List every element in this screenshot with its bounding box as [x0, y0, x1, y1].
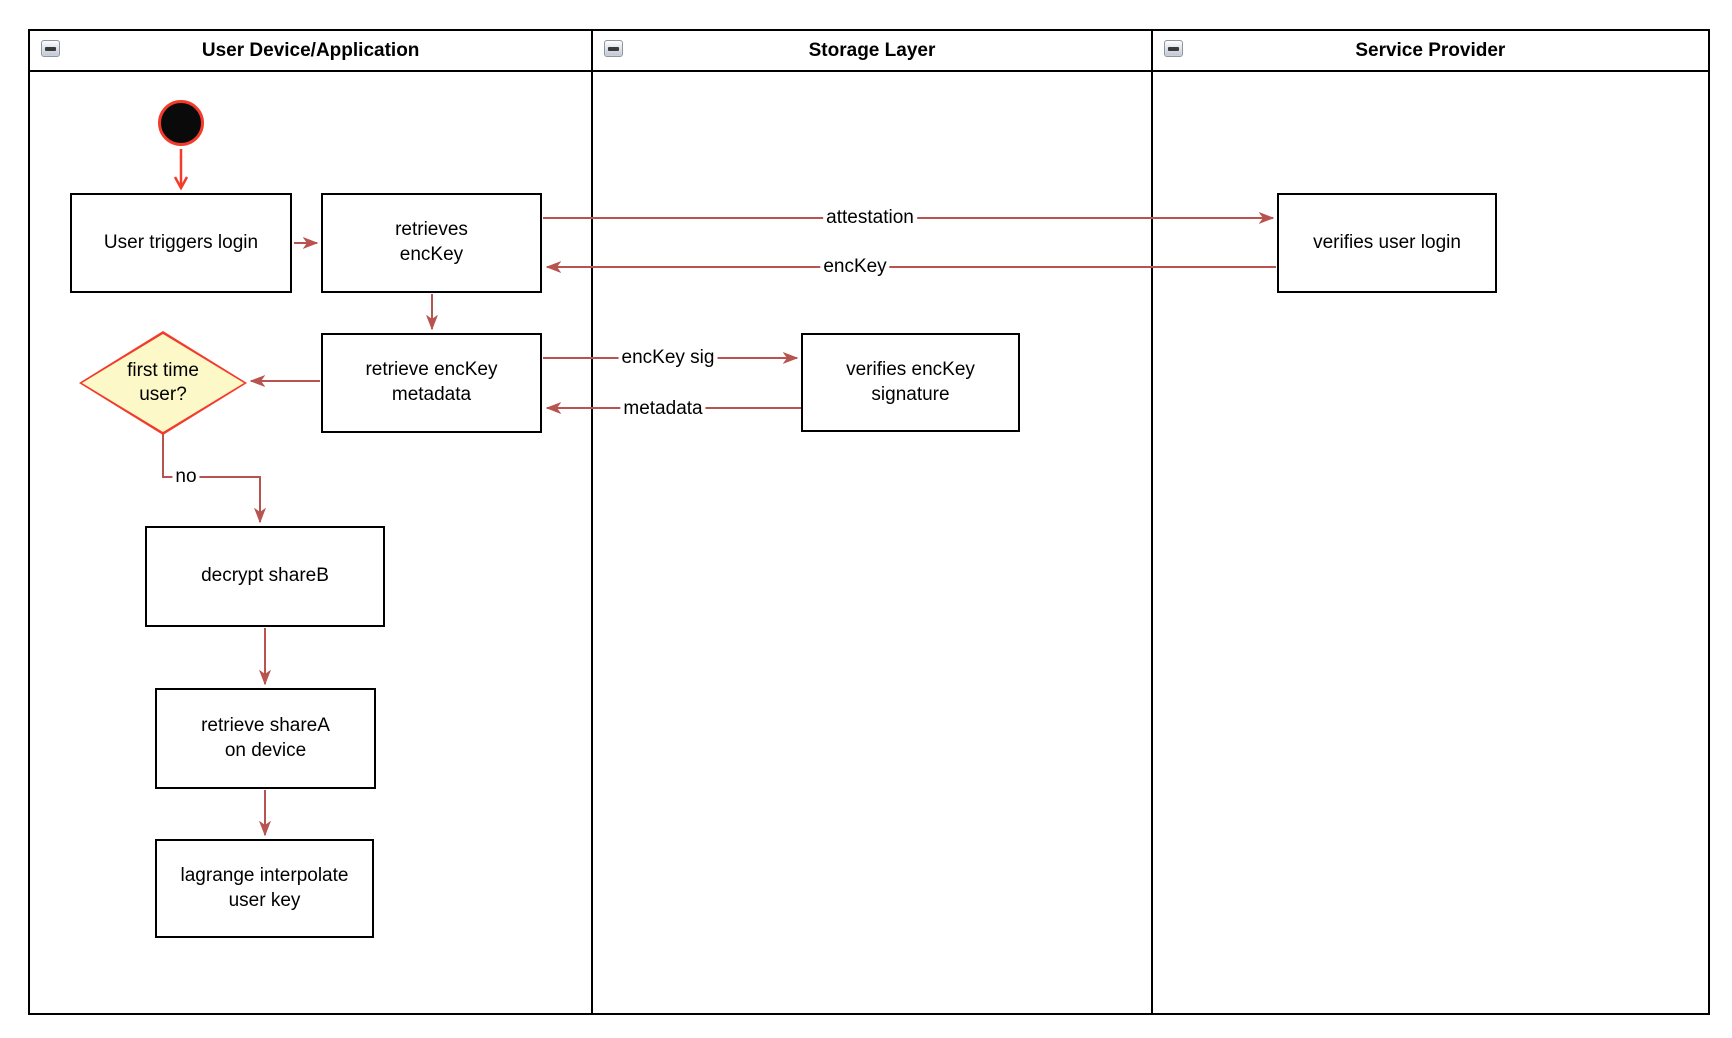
edge-label-attestation: attestation — [823, 207, 917, 229]
lane-title: User Device/Application — [201, 39, 420, 61]
node-label: retrieve shareA on device — [201, 714, 330, 761]
node-retrieve-sharea[interactable]: retrieve shareA on device — [155, 688, 376, 789]
node-label: retrieves encKey — [395, 219, 468, 265]
node-verifies-enckey-signature[interactable]: verifies encKey signature — [801, 333, 1020, 432]
lane-header-storage-layer[interactable]: Storage Layer — [593, 31, 1151, 72]
lane-service-provider: Service Provider — [1150, 31, 1708, 1013]
node-lagrange-interpolate[interactable]: lagrange interpolate user key — [155, 839, 374, 938]
collapse-icon[interactable] — [604, 40, 624, 57]
lane-title: Storage Layer — [808, 39, 936, 61]
node-label: first time user? — [127, 360, 199, 405]
lane-user-device-application: User Device/Application — [30, 31, 592, 1013]
node-verifies-user-login[interactable]: verifies user login — [1277, 193, 1497, 293]
lane-header-service-provider[interactable]: Service Provider — [1152, 31, 1708, 72]
lane-storage-layer: Storage Layer — [591, 31, 1151, 1013]
start-node[interactable] — [158, 100, 204, 146]
node-label: verifies user login — [1313, 231, 1461, 253]
edge-label-metadata: metadata — [620, 398, 706, 420]
edge-label-enckey-sig: encKey sig — [618, 347, 718, 369]
node-retrieve-enckey-metadata[interactable]: retrieve encKey metadata — [321, 333, 542, 433]
node-retrieves-enckey[interactable]: retrieves encKey — [321, 193, 542, 293]
node-label: retrieve encKey metadata — [365, 359, 498, 405]
node-user-triggers-login[interactable]: User triggers login — [70, 193, 292, 293]
node-label: verifies encKey signature — [846, 358, 975, 405]
edge-label-no: no — [172, 466, 200, 488]
collapse-icon[interactable] — [1163, 40, 1183, 57]
lane-header-user-device[interactable]: User Device/Application — [30, 31, 592, 72]
lane-title: Service Provider — [1355, 39, 1506, 61]
node-label: decrypt shareB — [201, 565, 329, 587]
collapse-icon[interactable] — [41, 40, 60, 57]
edge-label-enckey: encKey — [820, 256, 890, 278]
node-label: User triggers login — [103, 231, 259, 253]
node-decrypt-shareb[interactable]: decrypt shareB — [145, 526, 385, 627]
node-label: lagrange interpolate user key — [180, 864, 349, 911]
